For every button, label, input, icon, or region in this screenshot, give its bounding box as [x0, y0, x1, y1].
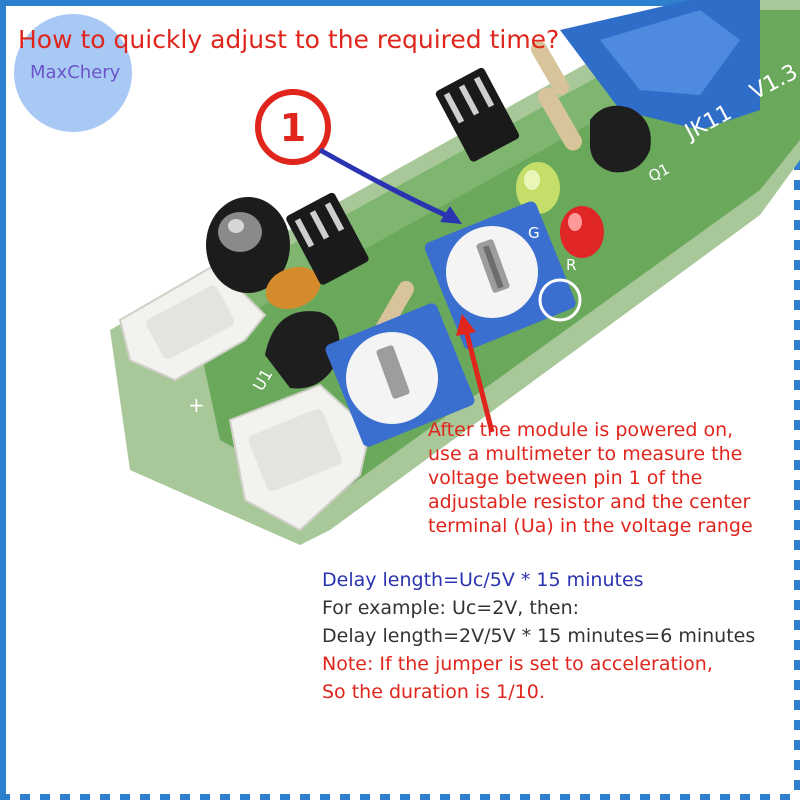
blue-arrow — [318, 147, 454, 221]
formula-note-1: Note: If the jumper is set to accelerati… — [322, 653, 713, 675]
instruction-line: use a multimeter to measure the — [428, 443, 743, 465]
blue-arrow-head — [440, 206, 462, 224]
instruction-line: voltage between pin 1 of the — [428, 467, 703, 489]
callout-marker-1: 1 — [255, 89, 331, 165]
silkscreen-g: G — [528, 224, 540, 242]
pin-1-indicator — [538, 278, 582, 322]
frame-right-edge — [794, 0, 800, 800]
formula-example-intro: For example: Uc=2V, then: — [322, 597, 580, 619]
instruction-line: terminal (Ua) in the voltage range — [428, 515, 753, 537]
formula-example-result: Delay length=2V/5V * 15 minutes=6 minute… — [322, 625, 756, 647]
resistor-1 — [531, 40, 569, 96]
transistor-u1 — [265, 311, 340, 389]
brand-logo-text: MaxChery — [30, 62, 121, 83]
headline: How to quickly adjust to the required ti… — [18, 25, 560, 54]
connector-bottom — [228, 383, 372, 532]
electrolytic-capacitor — [206, 197, 290, 293]
resistor-2 — [538, 87, 582, 151]
relay-top — [600, 10, 740, 95]
silkscreen-r: R — [566, 256, 576, 274]
ceramic-capacitor — [265, 266, 321, 310]
marker-label: 1 — [280, 106, 306, 150]
resistor-3 — [376, 280, 414, 336]
formula-note-2: So the duration is 1/10. — [322, 681, 545, 703]
silkscreen-plus: + — [188, 393, 205, 417]
led-green — [516, 162, 560, 214]
formula-block: Delay length=Uc/5V * 15 minutes For exam… — [322, 566, 755, 706]
instruction-line: adjustable resistor and the center — [428, 491, 751, 513]
instruction-text: After the module is powered on, use a mu… — [428, 418, 788, 538]
formula-definition: Delay length=Uc/5V * 15 minutes — [322, 569, 644, 591]
led-red — [560, 206, 604, 258]
red-arrow-head — [456, 314, 476, 336]
brand-logo-circle — [14, 14, 132, 132]
potentiometer-secondary — [325, 303, 475, 447]
potentiometer-main — [424, 201, 576, 350]
red-arrow — [463, 329, 495, 433]
instruction-line: After the module is powered on, — [428, 419, 734, 441]
jumper-header-top — [435, 67, 520, 162]
jumper-header-left — [286, 192, 369, 285]
frame-bottom-edge — [0, 794, 800, 800]
transistor-q1 — [589, 105, 651, 173]
